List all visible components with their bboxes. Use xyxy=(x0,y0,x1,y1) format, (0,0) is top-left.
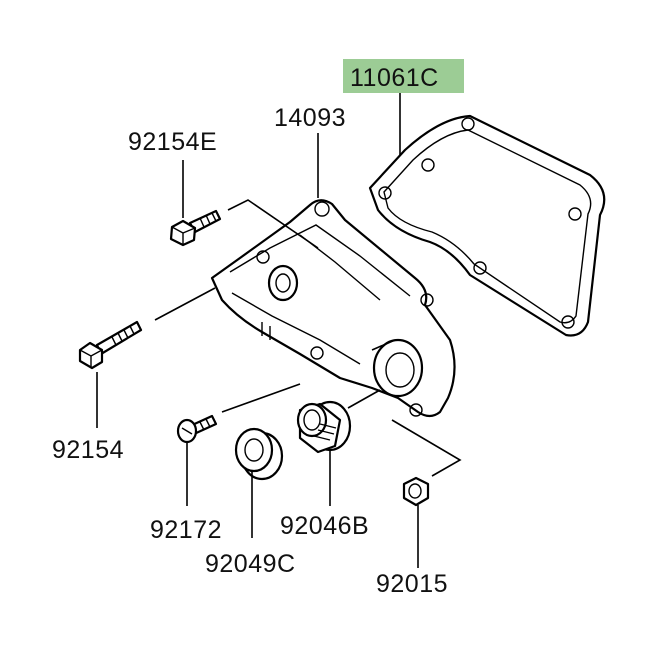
leader-lines xyxy=(96,84,462,568)
label-14093[interactable]: 14093 xyxy=(274,104,346,132)
bolt-flanged-part[interactable] xyxy=(169,209,222,247)
screw-part[interactable] xyxy=(176,414,218,444)
label-92046b[interactable]: 92046B xyxy=(280,512,369,540)
part-labels: 11061C 14093 92154E 92154 92172 92049C 9… xyxy=(52,59,464,598)
label-92015[interactable]: 92015 xyxy=(376,570,448,598)
needle-bearing-part[interactable] xyxy=(296,400,352,454)
highlight-box xyxy=(343,59,464,93)
nut-part[interactable] xyxy=(402,476,430,507)
gasket-part[interactable] xyxy=(368,114,606,337)
label-92172[interactable]: 92172 xyxy=(150,516,222,544)
label-92154[interactable]: 92154 xyxy=(52,436,124,464)
label-92049c[interactable]: 92049C xyxy=(205,550,296,578)
label-11061c[interactable]: 11061C xyxy=(350,64,439,92)
cover-part[interactable] xyxy=(210,199,456,418)
label-92154e[interactable]: 92154E xyxy=(128,128,217,156)
bolt-long-part[interactable] xyxy=(78,320,143,370)
oil-seal-part[interactable] xyxy=(234,427,284,481)
